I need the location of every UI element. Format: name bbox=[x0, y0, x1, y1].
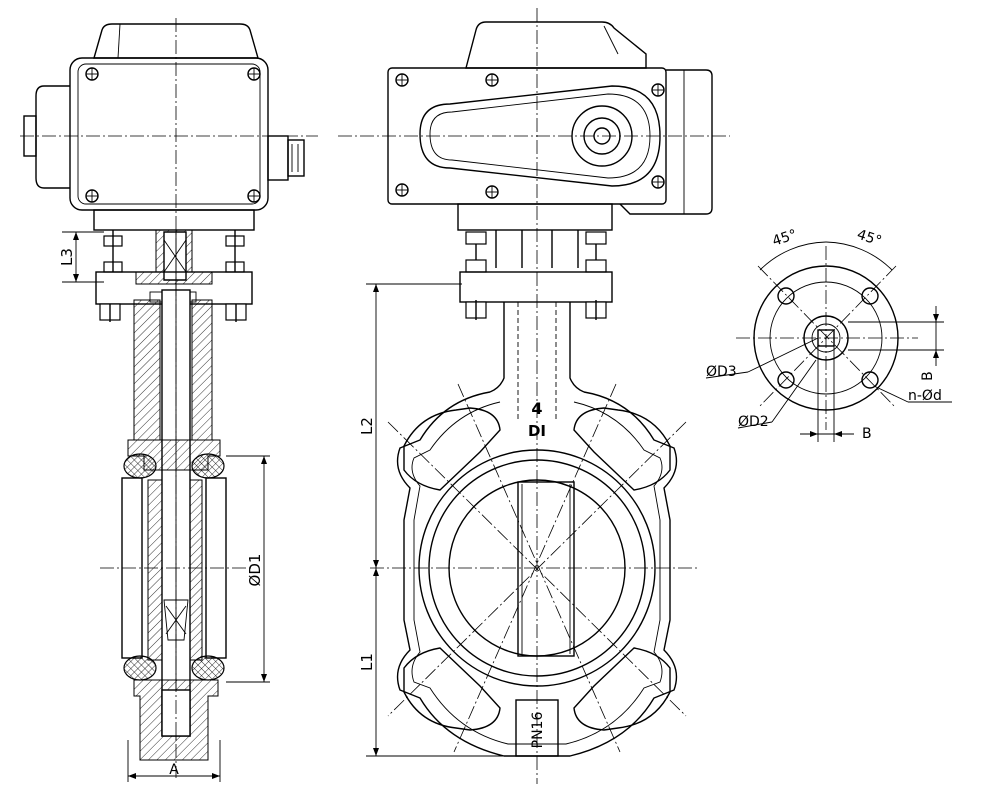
angle-left-label: 45° bbox=[770, 227, 799, 250]
d3-label: ØD3 bbox=[706, 364, 737, 380]
side-section-view: L3 ØD1 A bbox=[20, 18, 318, 782]
d1-label: ØD1 bbox=[246, 554, 264, 587]
housing-screw-icon bbox=[85, 67, 99, 81]
housing-screw-icon bbox=[247, 189, 261, 203]
a-label: A bbox=[169, 762, 179, 778]
body-mark-text: DI bbox=[528, 422, 546, 440]
b-bottom-label: B bbox=[862, 426, 872, 442]
actuator-screw-icon bbox=[651, 175, 665, 189]
actuator-screw-icon bbox=[395, 183, 409, 197]
d2-label: ØD2 bbox=[738, 414, 769, 430]
actuator-screw-icon bbox=[651, 83, 665, 97]
flange-detail-view: 45° 45° B B ØD3 ØD2 n-Ød bbox=[705, 227, 952, 442]
housing-screw-icon bbox=[85, 189, 99, 203]
bolt-hole-icon bbox=[861, 371, 879, 389]
l2-label: L2 bbox=[358, 417, 376, 435]
actuator-screw-icon bbox=[485, 73, 499, 87]
bolt-hole-icon bbox=[777, 371, 795, 389]
bolt-hole-icon bbox=[777, 287, 795, 305]
nd-label: n-Ød bbox=[908, 388, 942, 404]
housing-screw-icon bbox=[247, 67, 261, 81]
bolt-hole-icon bbox=[861, 287, 879, 305]
l1-label: L1 bbox=[358, 653, 376, 671]
l3-label: L3 bbox=[58, 248, 76, 266]
actuator-screw-icon bbox=[395, 73, 409, 87]
angle-right-label: 45° bbox=[855, 227, 884, 250]
front-view: 4 DI PN16 L2 L1 bbox=[338, 8, 730, 784]
body-mark-number: 4 bbox=[531, 399, 542, 418]
b-right-label: B bbox=[920, 371, 936, 381]
actuator-screw-icon bbox=[485, 185, 499, 199]
pressure-rating-label: PN16 bbox=[530, 712, 546, 749]
